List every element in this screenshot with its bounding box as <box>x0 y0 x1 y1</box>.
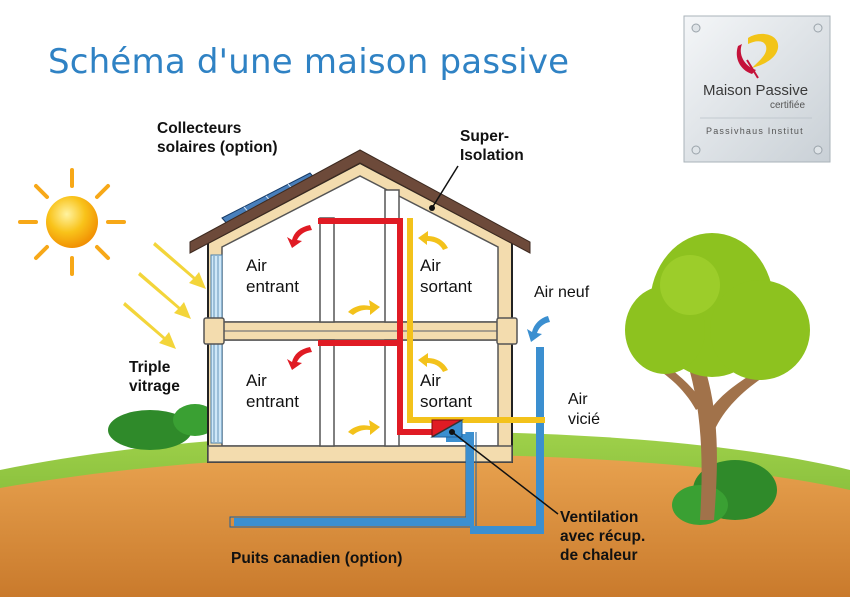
heat-exchanger-icon <box>430 419 464 438</box>
fresh-air-pipe <box>470 347 544 534</box>
solar-collectors-label: Collecteurs solaires (option) <box>157 120 278 156</box>
page-title: Schéma d'une maison passive <box>48 42 570 82</box>
insulation-leader <box>431 165 459 209</box>
room-lower-right-label: Air sortant <box>420 371 472 411</box>
outgoing-air-arrows <box>348 231 448 435</box>
fresh-air-arrow <box>527 316 550 342</box>
triple-glazing-window <box>210 254 223 444</box>
ventilation-label: Ventilation avec récup. de chaleur <box>560 509 646 564</box>
certificate-institute: Passivhaus Institut <box>706 126 804 136</box>
roof-icon <box>189 149 531 254</box>
outgoing-air-duct <box>407 222 545 423</box>
fresh-air-label: Air neuf <box>534 284 590 301</box>
stale-air-label: Air vicié <box>568 391 601 428</box>
room-upper-right-label: Air sortant <box>420 256 472 296</box>
sun-icon <box>18 168 126 276</box>
bush-left <box>108 410 192 450</box>
ventilation-leader <box>451 431 559 515</box>
certificate-name: Maison Passive <box>703 82 809 99</box>
canadian-well-label: Puits canadien (option) <box>231 550 403 567</box>
room-lower-left-label: Air entrant <box>246 371 299 411</box>
certificate-plaque-icon <box>683 15 831 163</box>
incoming-air-arrows <box>287 225 312 370</box>
bush-left-2 <box>173 404 217 436</box>
super-insulation-label: Super- Isolation <box>460 128 524 164</box>
sun-ray-arrows <box>123 242 206 349</box>
tree-icon <box>625 233 810 525</box>
incoming-air-duct <box>318 218 432 435</box>
room-upper-left-label: Air entrant <box>246 256 299 296</box>
certificate-subtitle: certifiée <box>770 100 806 111</box>
triple-glazing-label: Triple vitrage <box>129 359 180 395</box>
